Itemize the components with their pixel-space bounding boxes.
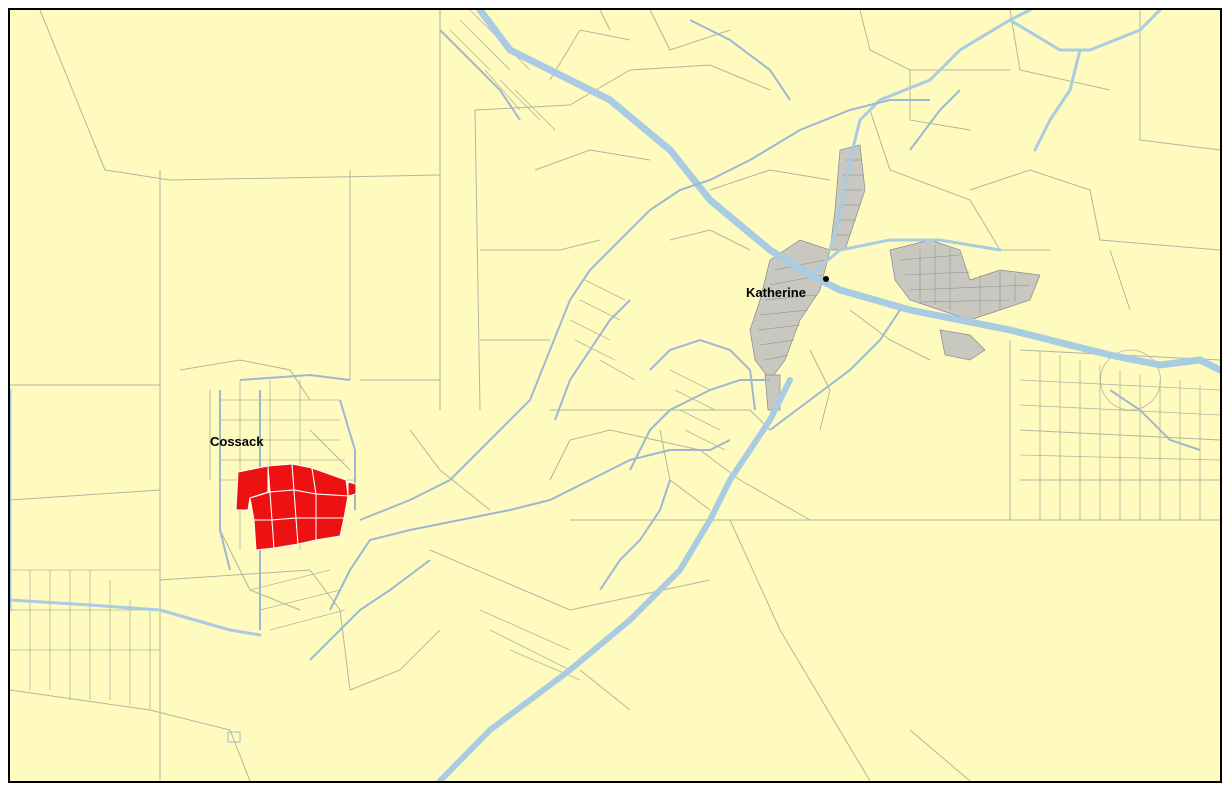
- parcel-boundaries: [10, 10, 1220, 781]
- river-southwest-branch: [437, 377, 793, 781]
- subdivision-grids: [10, 10, 1220, 710]
- highlighted-parcels[interactable]: [235, 463, 357, 551]
- map-canvas[interactable]: [10, 10, 1220, 781]
- place-label-katherine: Katherine: [746, 285, 806, 300]
- map-frame: Cossack Katherine: [8, 8, 1222, 783]
- town-point-icon: [823, 276, 829, 282]
- river-network: [10, 10, 1220, 781]
- land-background: [10, 10, 1220, 781]
- place-label-cossack: Cossack: [210, 434, 264, 449]
- small-feature: [227, 731, 241, 743]
